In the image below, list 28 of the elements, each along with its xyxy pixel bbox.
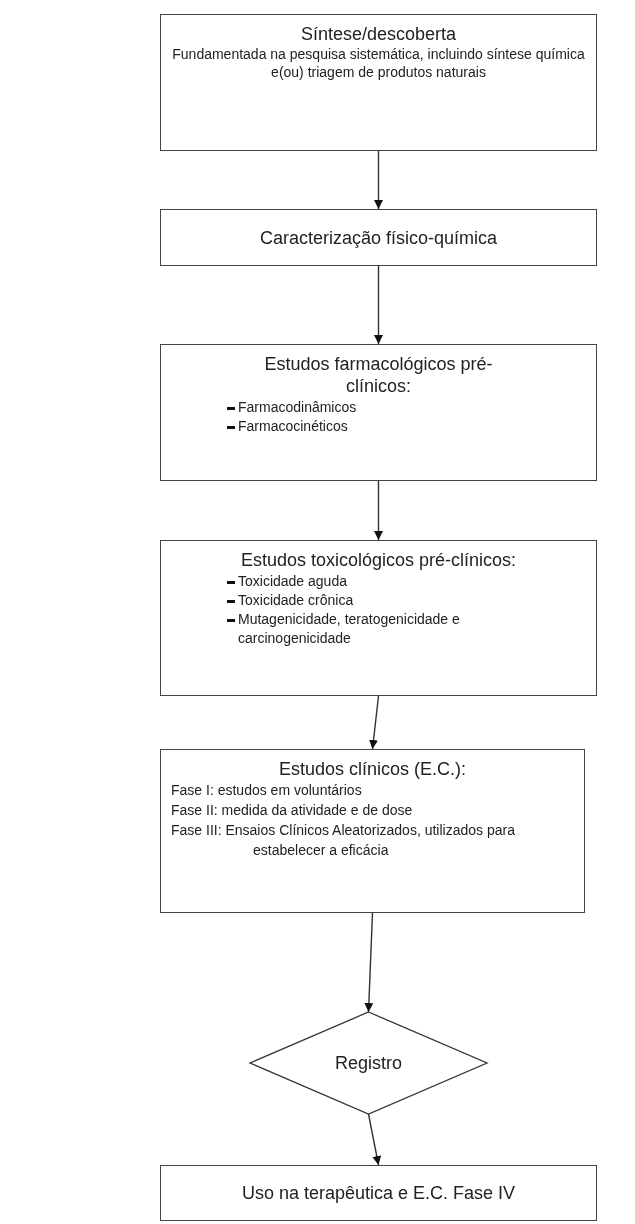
box-heading: Uso na terapêutica e E.C. Fase IV: [241, 1182, 516, 1204]
box-heading: Síntese/descoberta: [300, 23, 457, 45]
process-box: [160, 209, 597, 266]
phase-text: Fase I: estudos em voluntários: [171, 781, 362, 800]
arrow: [374, 265, 383, 345]
phase-text: Fase II: medida da atividade e de dose: [171, 801, 413, 820]
list-item: Toxicidade aguda: [238, 572, 347, 591]
decision-label: Registro: [335, 1052, 402, 1074]
arrow: [369, 695, 380, 750]
arrow: [364, 912, 374, 1013]
list-item: Toxicidade crônica: [238, 591, 354, 610]
arrow: [374, 480, 383, 541]
list-item: Farmacocinéticos: [238, 417, 348, 436]
box-heading: Caracterização físico-química: [259, 226, 498, 249]
box-heading: Estudos farmacológicos pré-clínicos:: [263, 353, 494, 397]
box-heading: Estudos clínicos (E.C.):: [278, 758, 467, 780]
process-box: [160, 540, 597, 696]
process-box: [160, 344, 597, 481]
list-item: Farmacodinâmicos: [238, 398, 357, 417]
box-heading: Estudos toxicológicos pré-clínicos:: [240, 549, 517, 571]
process-box: [160, 14, 597, 151]
arrow: [374, 150, 383, 210]
list-item: Mutagenicidade, teratogenicidade e carcinogenicidade: [238, 610, 461, 648]
box-text: Fundamentada na pesquisa sistemática, incluindo síntese química e(ou) triagem de produtos naturais: [171, 45, 586, 81]
phase-text: Fase III: Ensaios Clínicos Aleatorizados, utilizados para estabelecer a eficácia: [171, 821, 516, 860]
process-box: [160, 1165, 597, 1221]
process-box: [160, 749, 585, 913]
arrow: [367, 1113, 382, 1166]
